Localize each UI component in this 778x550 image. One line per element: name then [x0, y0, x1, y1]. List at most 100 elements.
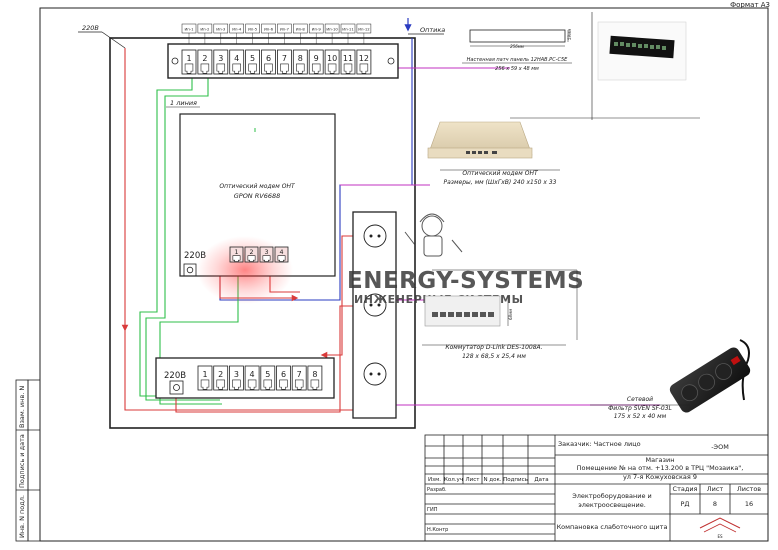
svg-text:Ип-1: Ип-1	[184, 27, 194, 32]
room-tag: Ип-10	[324, 23, 340, 44]
port-number: 8	[298, 54, 303, 63]
sheet-number: 8	[713, 500, 717, 508]
modem-port-1: 1	[229, 246, 244, 263]
title-block-col-header: Лист	[466, 477, 481, 483]
filter-desc-2: Фильтр SVEN SF-03L	[608, 405, 672, 412]
port-number: 5	[265, 370, 270, 379]
switch-port-6: 6	[276, 365, 291, 391]
project-line-2: электроосвещение.	[578, 501, 646, 509]
title-block-col-header: Изм.	[428, 477, 441, 483]
line1-label: 1 линия	[170, 99, 197, 107]
room-tag: Ип-8	[293, 23, 308, 44]
optics-label: Оптика	[420, 26, 445, 34]
engineer-mascot-icon	[404, 213, 463, 257]
room-tag: Ип-11	[340, 23, 356, 44]
filter-dims: 175 х 52 х 40 мм	[614, 413, 667, 420]
role-razrab: Разраб.	[427, 487, 447, 493]
svg-text:Ип-3: Ип-3	[216, 27, 226, 32]
sheet-label: Лист	[707, 485, 724, 493]
socket-2	[363, 293, 387, 317]
room-tag: Ип-5	[245, 23, 260, 44]
object-line-3: ул 7-я Кожуховская 9	[623, 473, 697, 481]
patch-port-4: 4	[229, 49, 245, 75]
power-socket-icon	[186, 266, 194, 274]
stage-value: РД	[681, 500, 690, 508]
project-code: -ЭОМ	[711, 443, 729, 451]
svg-text:Ип-11: Ип-11	[342, 27, 354, 32]
svg-text:Ип-4: Ип-4	[232, 27, 242, 32]
port-number: 2	[202, 54, 207, 63]
svg-text:Ип-2: Ип-2	[200, 27, 210, 32]
sheet-format: Формат А3	[730, 1, 770, 9]
panel-dim-drawing: 256мм 59мм Настенная патч панель 12НАВ.Р…	[462, 29, 572, 72]
vzam-inv-label: Взам. инв. N	[18, 386, 26, 428]
svg-text:Ип-8: Ип-8	[296, 27, 306, 32]
svg-text:ES: ES	[717, 534, 723, 539]
port-number: 5	[250, 54, 255, 63]
sheets-total: 16	[745, 500, 753, 508]
customer-label: Заказчик: Частное лицо	[558, 440, 641, 448]
svg-text:Ип-7: Ип-7	[280, 27, 290, 32]
patch-port-3: 3	[213, 49, 229, 75]
port-number: 4	[234, 54, 239, 63]
watermark-title: ENERGY-SYSTEMS	[347, 268, 584, 294]
role-nkontr: Н.Контр	[427, 527, 448, 533]
svg-text:59мм: 59мм	[567, 29, 572, 40]
port-number: 10	[327, 54, 337, 63]
modem-port-3: 3	[259, 246, 274, 263]
inv-podl-label: Инв. N подл.	[18, 495, 26, 538]
patch-port-12: 12	[356, 49, 372, 75]
port-number: 2	[218, 370, 223, 379]
modem-desc: Оптический модем ОНТ	[462, 170, 539, 177]
port-number: 12	[359, 54, 369, 63]
title-block-col-header: Дата	[534, 477, 548, 483]
port-number: 2	[249, 249, 253, 256]
port-number: 3	[264, 249, 268, 256]
switch-port-8: 8	[307, 365, 323, 391]
patch-port-7: 7	[276, 49, 292, 75]
port-number: 7	[282, 54, 287, 63]
modem-photo	[427, 121, 533, 159]
patch-port-1: 1	[181, 49, 197, 75]
drawing-name: Компановка слаботочного щита	[557, 523, 668, 531]
room-tag: Ип-12	[356, 23, 372, 44]
room-tag: Ип-7	[277, 23, 292, 44]
room-tag: Ип-6	[261, 23, 276, 44]
title-block-col-header: Подпись	[503, 477, 528, 483]
svg-text:Ип-12: Ип-12	[358, 27, 370, 32]
stage-label: Стадия	[673, 485, 698, 493]
title-block-col-header: N док.	[483, 477, 501, 483]
modem-port-2: 2	[244, 246, 259, 263]
company-logo-icon: ES	[699, 517, 741, 539]
switch-port-3: 3	[228, 365, 244, 391]
switch-port-2: 2	[213, 365, 229, 391]
panel-desc: Настенная патч панель 12НАВ.РС-С5Е	[467, 57, 569, 63]
sheet-frame	[39, 7, 769, 542]
patch-port-5: 5	[245, 49, 261, 75]
port-number: 1	[186, 54, 191, 63]
svg-text:256мм: 256мм	[510, 44, 524, 49]
object-line-2: Помещение № на отм. +13.200 в ТРЦ "Мозаи…	[577, 464, 744, 472]
switch-port-4: 4	[244, 365, 260, 391]
patch-port-8: 8	[292, 49, 308, 75]
port-number: 6	[266, 54, 271, 63]
patch-port-6: 6	[261, 49, 276, 75]
switch-desc: Коммутатор D-Link DES-1008A.	[445, 344, 542, 351]
room-tag: Ип-2	[197, 23, 213, 44]
panel-dims: 256 х 59 х 48 мм	[495, 66, 539, 72]
modem-model: GPON RV6688	[234, 192, 281, 200]
sign-date-label: Подпись и дата	[18, 434, 26, 488]
port-number: 11	[343, 54, 353, 63]
socket-1	[363, 224, 387, 248]
patch-port-2: 2	[197, 49, 213, 75]
room-tag: Ип-1	[181, 23, 197, 44]
switch-port-7: 7	[291, 365, 307, 391]
svg-text:Ип-5: Ип-5	[248, 27, 258, 32]
power-socket-icon	[173, 384, 180, 391]
switch-photo: 68мм	[424, 269, 578, 340]
project-line-1: Электроборудование и	[572, 492, 652, 500]
socket-strip	[352, 211, 397, 419]
port-number: 8	[312, 370, 317, 379]
